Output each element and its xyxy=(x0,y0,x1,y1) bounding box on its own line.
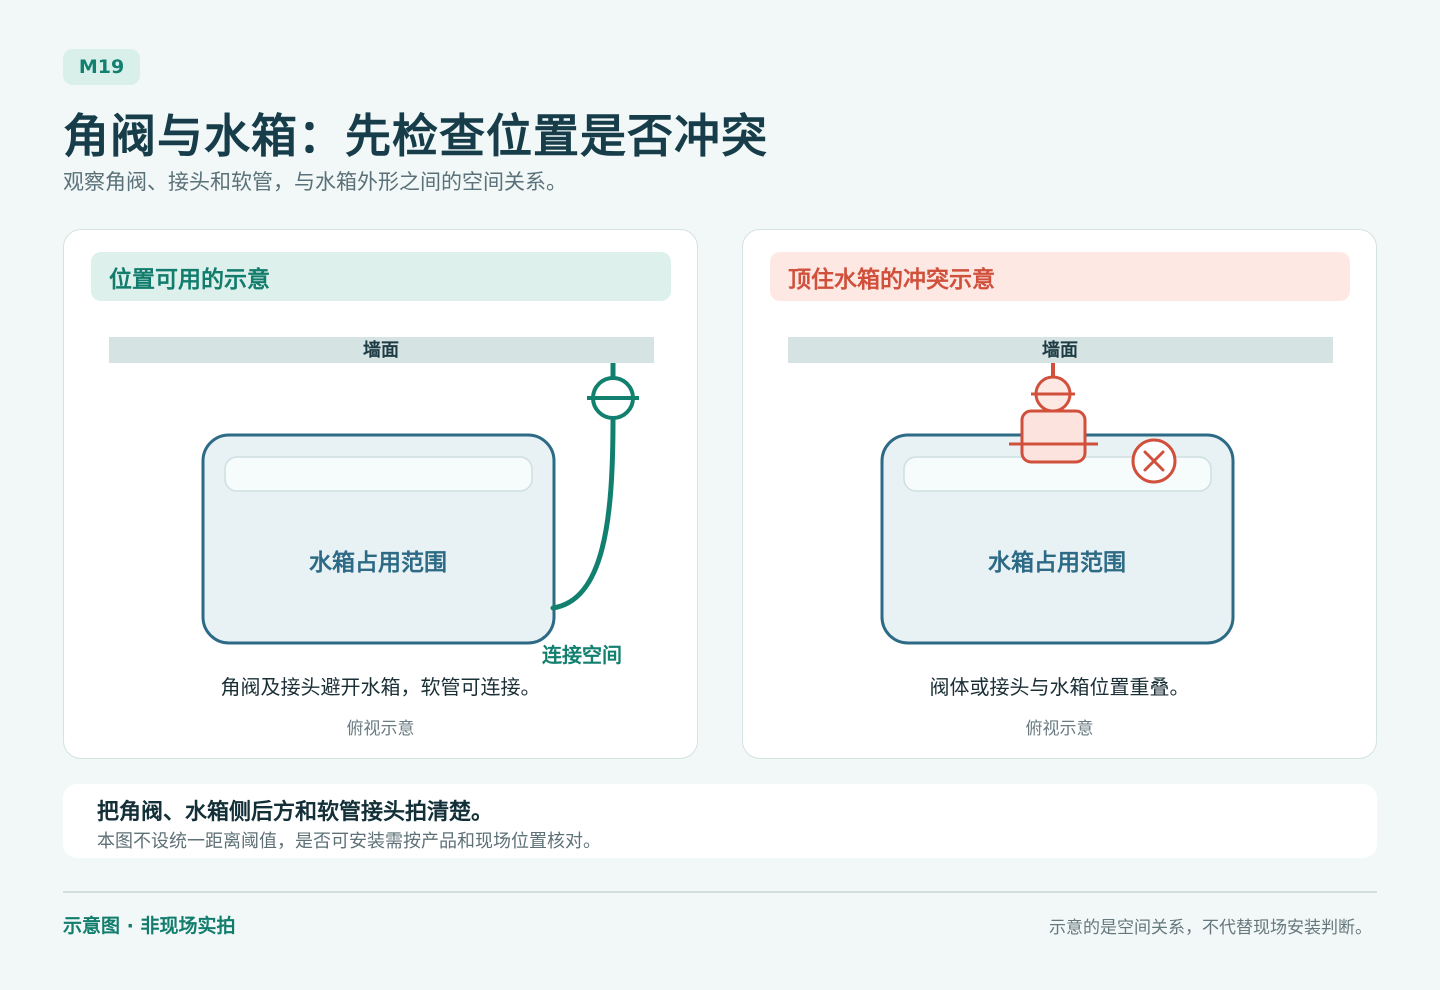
conflict-panel: 顶住水箱的冲突示意 墙面 水箱占用范围 阀体或接头与水箱位置重叠。 俯视示意 xyxy=(742,229,1377,759)
tank-lid xyxy=(224,456,533,492)
ok-panel-heading: 位置可用的示意 xyxy=(91,252,671,301)
footer-disclaimer-right: 示意的是空间关系，不代替现场安装判断。 xyxy=(1049,918,1372,938)
wall-label: 墙面 xyxy=(363,339,399,361)
ok-view-note: 俯视示意 xyxy=(346,719,415,739)
tip-box: 把角阀、水箱侧后方和软管接头拍清楚。 本图不设统一距离阈值，是否可安装需按产品和… xyxy=(63,784,1377,858)
ok-caption: 角阀及接头避开水箱，软管可连接。 xyxy=(220,675,541,699)
wall xyxy=(109,337,654,363)
conflict-caption: 阀体或接头与水箱位置重叠。 xyxy=(929,675,1190,699)
page-subtitle: 观察角阀、接头和软管，与水箱外形之间的空间关系。 xyxy=(63,170,567,194)
footer-disclaimer-left: 示意图 · 非现场实拍 xyxy=(63,915,236,937)
valve-icon xyxy=(1009,363,1098,464)
ok-diagram: 墙面 水箱占用范围 连接空间 xyxy=(109,337,654,667)
x-circle-icon xyxy=(1131,438,1177,484)
page-title: 角阀与水箱：先检查位置是否冲突 xyxy=(63,109,768,163)
ok-panel: 位置可用的示意 墙面 水箱占用范围 连接空间 角阀及接头避开水箱，软管可连接。 … xyxy=(63,229,698,759)
conflict-panel-heading: 顶住水箱的冲突示意 xyxy=(770,252,1350,301)
wall-label: 墙面 xyxy=(1042,339,1078,361)
conflict-diagram: 墙面 水箱占用范围 xyxy=(788,337,1333,645)
footer-divider xyxy=(63,891,1377,893)
connection-space-label: 连接空间 xyxy=(542,643,622,667)
tank-label: 水箱占用范围 xyxy=(988,549,1126,576)
module-badge: M19 xyxy=(63,49,140,85)
hose xyxy=(550,416,616,611)
conflict-view-note: 俯视示意 xyxy=(1025,719,1094,739)
tip-text: 本图不设统一距离阈值，是否可安装需按产品和现场位置核对。 xyxy=(97,831,601,852)
valve-icon xyxy=(587,363,639,420)
tip-title: 把角阀、水箱侧后方和软管接头拍清楚。 xyxy=(97,800,494,825)
tank-label: 水箱占用范围 xyxy=(309,549,447,576)
wall xyxy=(788,337,1333,363)
